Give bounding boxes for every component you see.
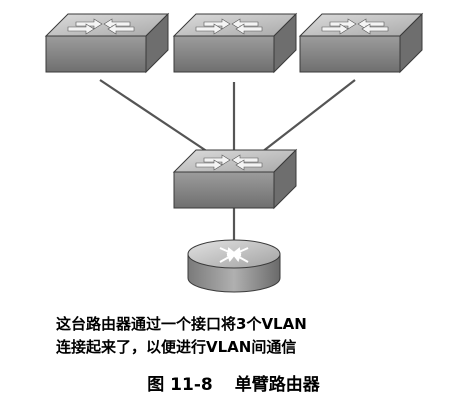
description-line-2: 连接起来了，以便进行VLAN间通信: [56, 338, 297, 356]
figure-caption: 图 11-8 单臂路由器: [0, 370, 467, 395]
switch-icon: [172, 148, 298, 210]
network-diagram: [44, 12, 424, 293]
switch-icon: [298, 12, 424, 74]
figure-number: 图 11-8: [147, 375, 213, 395]
link-left: [99, 79, 209, 153]
links: [99, 79, 356, 240]
figure-title: 单臂路由器: [234, 375, 320, 395]
switch-icon: [44, 12, 170, 74]
switch-icon: [172, 12, 298, 74]
router-icon: [187, 239, 281, 293]
description-line-1: 这台路由器通过一个接口将3个VLAN: [56, 315, 307, 333]
link-right: [261, 79, 356, 153]
